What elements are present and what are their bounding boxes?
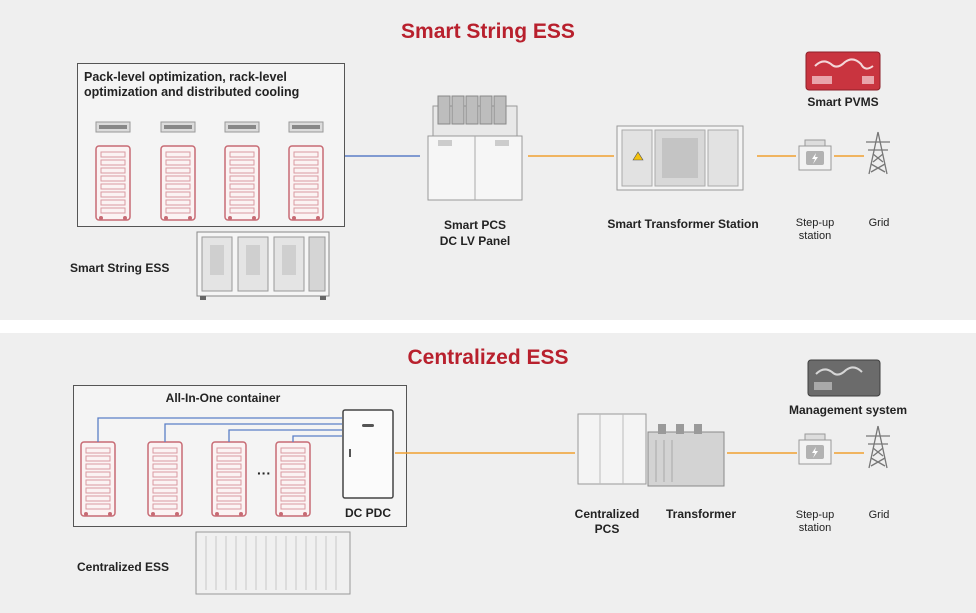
smart-string-title: Smart String ESS bbox=[401, 20, 575, 43]
stepup-label-line2: station bbox=[798, 230, 832, 242]
centralized-pcs-label-line1: Centralized bbox=[574, 507, 640, 521]
stepup-label-line1: Step-up bbox=[795, 217, 835, 229]
stepup2-label-line1: Step-up bbox=[795, 509, 835, 521]
dc-pdc-image bbox=[342, 409, 394, 499]
pcs-label-line1: Smart PCS bbox=[443, 218, 507, 232]
dc-pdc-label: DC PDC bbox=[344, 506, 391, 520]
centralized-title: Centralized ESS bbox=[407, 346, 569, 369]
dc-bus-lines bbox=[97, 417, 342, 442]
transformer-image bbox=[647, 424, 725, 487]
smart-pvms-label: Smart PVMS bbox=[807, 95, 879, 109]
smart-string-ess-label: Smart String ESS bbox=[70, 261, 170, 275]
centralized-ess-image bbox=[195, 531, 351, 595]
management-system-label: Management system bbox=[788, 403, 908, 417]
pack-optimization-caption: Pack-level optimization, rack-level opti… bbox=[84, 70, 300, 99]
smart-pvms-image bbox=[805, 51, 881, 91]
stepup2-label-line2: station bbox=[798, 522, 832, 534]
centralized-pcs-label-line2: PCS bbox=[594, 522, 620, 536]
management-system-image bbox=[807, 359, 881, 397]
centralized-ess-label: Centralized ESS bbox=[77, 560, 170, 574]
grid2-label: Grid bbox=[868, 509, 890, 521]
smart-string-racks bbox=[95, 121, 324, 221]
rack-ellipsis: ··· bbox=[257, 465, 271, 481]
all-in-one-caption: All-In-One container bbox=[165, 391, 281, 405]
smart-string-ess-image bbox=[196, 231, 330, 300]
centralized-pcs-image bbox=[577, 413, 647, 485]
transformer-station-label: Smart Transformer Station bbox=[607, 217, 759, 231]
pcs-label-line2: DC LV Panel bbox=[439, 234, 511, 248]
smart-pcs-image bbox=[427, 95, 523, 201]
smart-transformer-image bbox=[616, 125, 744, 191]
transformer-label: Transformer bbox=[665, 507, 737, 521]
grid-label: Grid bbox=[868, 217, 890, 229]
